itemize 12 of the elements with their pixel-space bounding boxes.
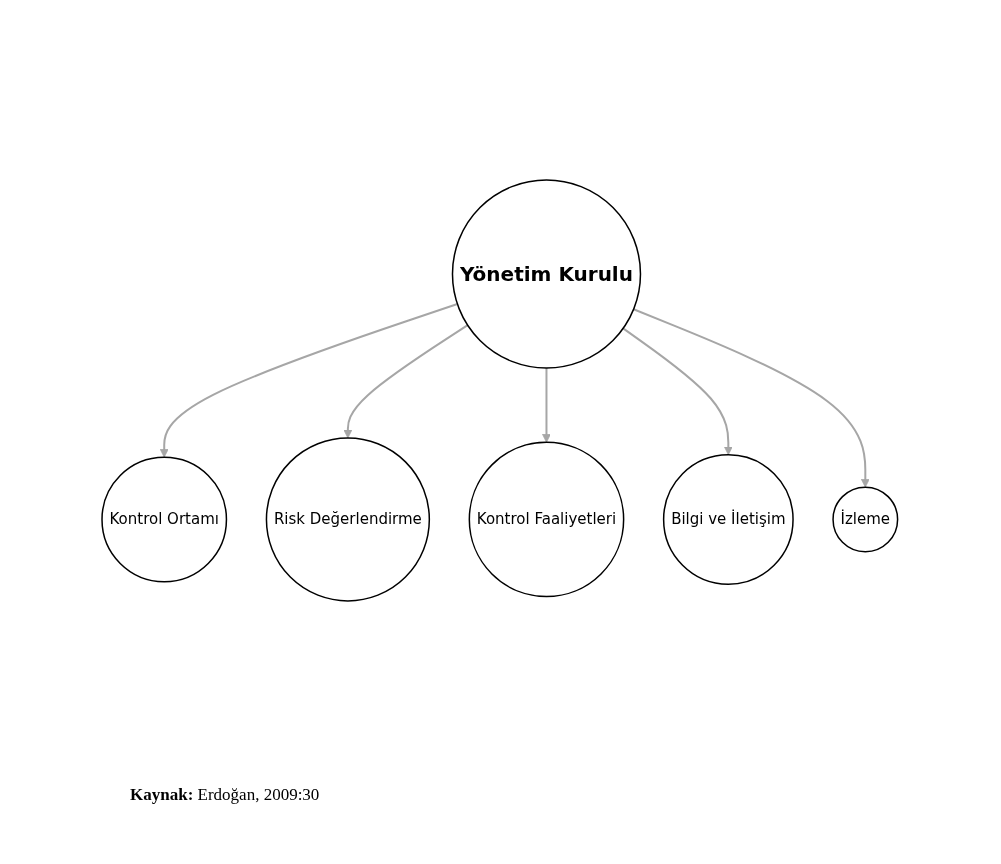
node-circle: Bilgi ve İletişim: [663, 453, 794, 585]
node-circle: Yönetim Kurulu: [451, 178, 642, 369]
arrow: [622, 326, 733, 455]
node-circle: Kontrol Faaliyetleri: [468, 441, 625, 597]
arrow: [343, 323, 469, 438]
arrow: [160, 302, 459, 458]
arrow: [632, 307, 870, 488]
node-circle: Risk Değerlendirme: [265, 436, 431, 602]
node-circle: Kontrol Ortamı: [101, 456, 228, 582]
caption: Kaynak: Erdoğan, 2009:30: [130, 785, 320, 805]
arrow: [542, 366, 552, 443]
node-circle: İzleme: [832, 485, 899, 552]
